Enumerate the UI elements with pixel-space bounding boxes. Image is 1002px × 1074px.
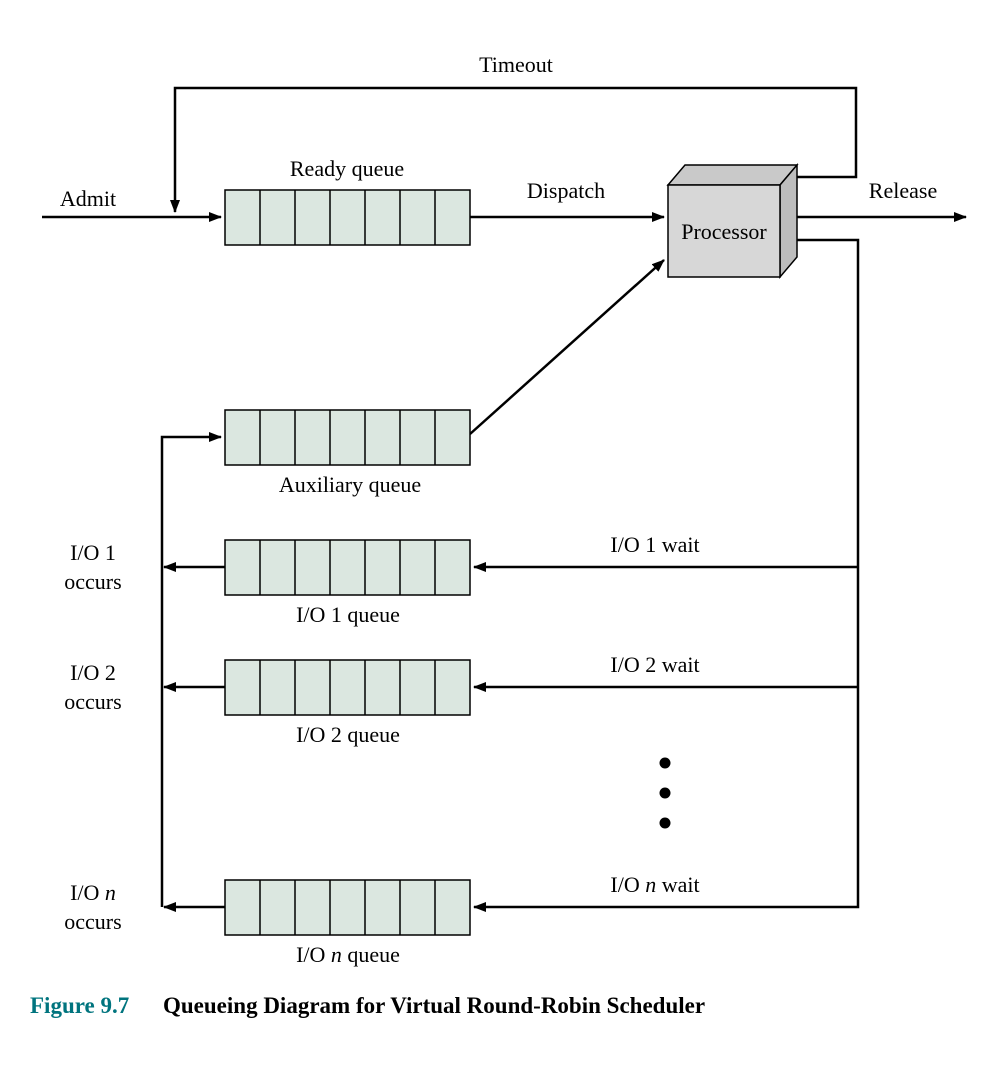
ready-queue — [224, 189, 471, 246]
figure-caption: Figure 9.7 Queueing Diagram for Virtual … — [30, 993, 705, 1018]
auxiliary-queue-label: Auxiliary queue — [279, 472, 421, 497]
io-2-occurs-label-line2: occurs — [64, 689, 121, 714]
io-feed-line — [473, 238, 860, 912]
io-n-queue — [224, 879, 471, 936]
io-row-n: I/O n occurs I/O n queue I/O n wait — [64, 872, 699, 967]
figure-caption-title: Queueing Diagram for Virtual Round-Robin… — [163, 993, 705, 1018]
io-1-queue — [224, 539, 471, 596]
io-1-wait-label: I/O 1 wait — [610, 532, 699, 557]
io-2-wait-label: I/O 2 wait — [610, 652, 699, 677]
timeout-feedback-line — [170, 86, 858, 213]
io-n-occurs-label-line1: I/O n — [70, 880, 116, 905]
figure-caption-number: Figure 9.7 — [30, 993, 129, 1018]
admit-label: Admit — [60, 186, 116, 211]
timeout-label: Timeout — [479, 52, 553, 77]
processor-label: Processor — [681, 219, 767, 244]
io-row-2: I/O 2 occurs I/O 2 queue I/O 2 wait — [64, 652, 699, 747]
io-1-occurs-label-line2: occurs — [64, 569, 121, 594]
io-n-queue-label: I/O n queue — [296, 942, 400, 967]
io-2-queue-label: I/O 2 queue — [296, 722, 400, 747]
processor-box: Processor — [666, 162, 799, 280]
ellipsis-dots — [659, 757, 671, 829]
io-1-queue-label: I/O 1 queue — [296, 602, 400, 627]
io-n-occurs-label-line2: occurs — [64, 909, 121, 934]
io-1-occurs-label-line1: I/O 1 — [70, 540, 116, 565]
io-2-queue — [224, 659, 471, 716]
release-label: Release — [869, 178, 937, 203]
dispatch-label: Dispatch — [527, 178, 605, 203]
io-2-occurs-label-line1: I/O 2 — [70, 660, 116, 685]
ready-queue-label: Ready queue — [290, 156, 404, 181]
io-row-1: I/O 1 occurs I/O 1 queue I/O 1 wait — [64, 532, 699, 627]
io-occurs-collector-line — [160, 432, 222, 907]
auxiliary-queue — [224, 409, 471, 466]
io-n-wait-label: I/O n wait — [610, 872, 699, 897]
auxiliary-to-processor-arrow — [469, 259, 665, 435]
